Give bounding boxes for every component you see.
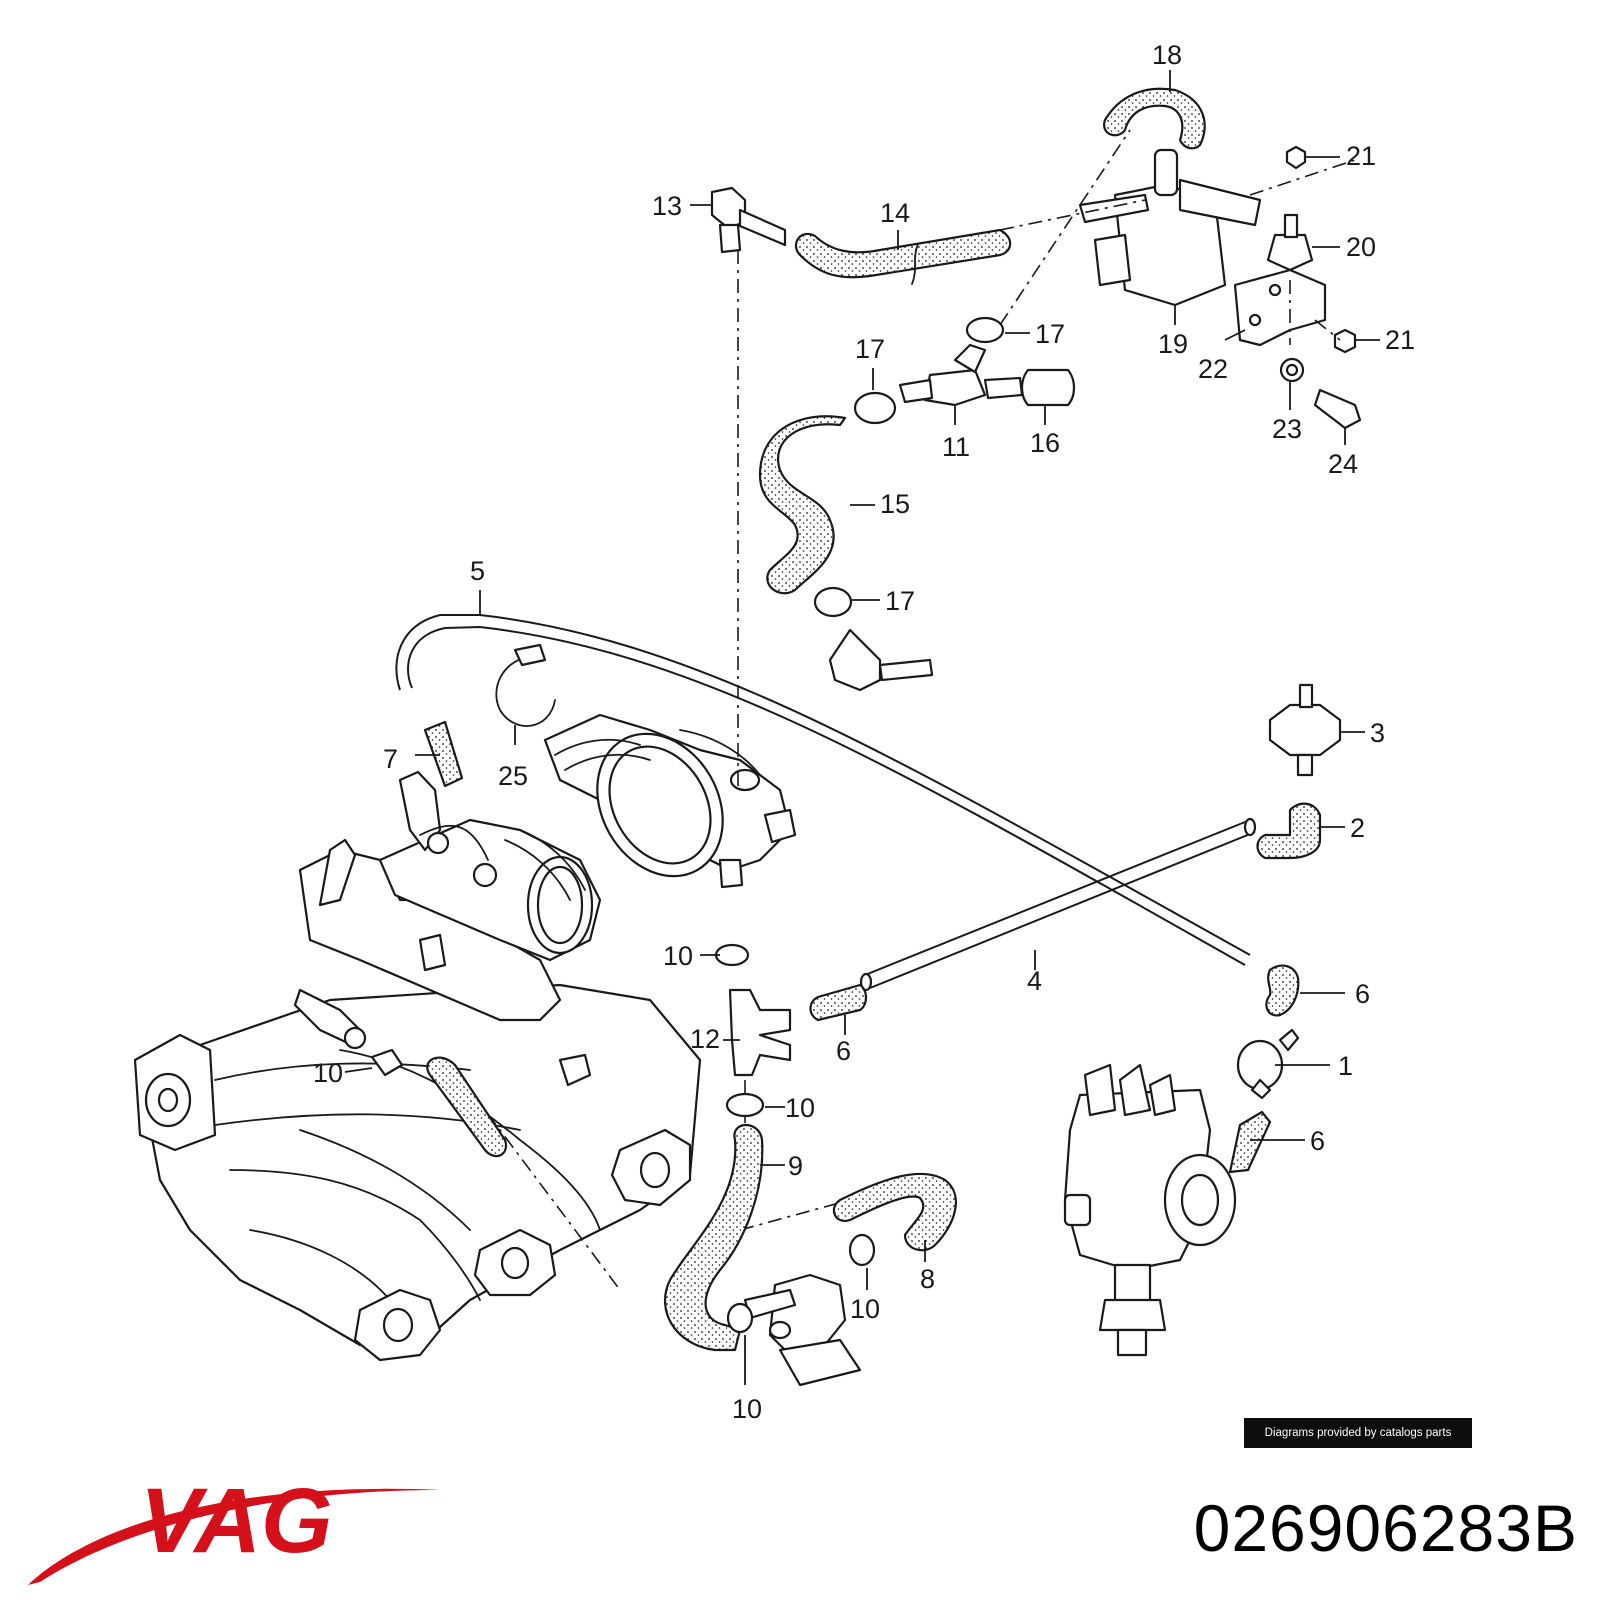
- callout-10: 10: [663, 941, 693, 971]
- callout-19: 19: [1158, 329, 1188, 359]
- callout-24: 24: [1328, 449, 1358, 479]
- callout-21: 21: [1385, 325, 1415, 355]
- callout-10: 10: [313, 1058, 343, 1088]
- callout-12: 12: [690, 1024, 720, 1054]
- callout-16: 16: [1030, 428, 1060, 458]
- callout-23: 23: [1272, 414, 1302, 444]
- callout-6: 6: [1310, 1126, 1325, 1156]
- callout-17: 17: [1035, 319, 1065, 349]
- callout-13: 13: [652, 191, 682, 221]
- callout-10: 10: [732, 1394, 762, 1424]
- callout-10: 10: [785, 1093, 815, 1123]
- callout-18: 18: [1152, 40, 1182, 70]
- callout-22: 22: [1198, 354, 1228, 384]
- vacuum-lines: [395, 614, 1257, 992]
- logo-text: VAG: [140, 1470, 333, 1572]
- throttle-housing: [495, 643, 797, 889]
- callout-6: 6: [1355, 979, 1370, 1009]
- callout-8: 8: [920, 1264, 935, 1294]
- callout-7: 7: [383, 744, 398, 774]
- intake-manifold: [133, 770, 702, 1362]
- callout-labels: 18 21 13 14 20 17 21 17 19 22 11 16 23 2…: [313, 40, 1415, 1424]
- diagram-credit-badge: Diagrams provided by catalogs parts: [1244, 1418, 1472, 1448]
- callout-3: 3: [1370, 718, 1385, 748]
- callout-15: 15: [880, 489, 910, 519]
- logo-swoosh: [28, 1488, 440, 1585]
- callout-5: 5: [470, 556, 485, 586]
- callout-17: 17: [855, 334, 885, 364]
- part-number: 026906283B: [1193, 1491, 1578, 1565]
- callout-10: 10: [850, 1294, 880, 1324]
- callout-17: 17: [885, 586, 915, 616]
- callout-6: 6: [836, 1036, 851, 1066]
- leader-lines: [344, 70, 1380, 1385]
- callout-25: 25: [498, 761, 528, 791]
- callout-21: 21: [1346, 141, 1376, 171]
- callout-11: 11: [942, 432, 970, 462]
- vag-logo: VAG: [28, 1470, 440, 1585]
- callout-4: 4: [1027, 966, 1042, 996]
- callout-9: 9: [788, 1151, 803, 1181]
- right-side-parts: [1063, 683, 1342, 1357]
- callout-2: 2: [1350, 813, 1365, 843]
- upper-hoses: [710, 87, 1362, 692]
- callout-1: 1: [1338, 1051, 1353, 1081]
- callout-20: 20: [1346, 232, 1376, 262]
- lower-center-parts: [370, 720, 957, 1387]
- callout-14: 14: [880, 198, 910, 228]
